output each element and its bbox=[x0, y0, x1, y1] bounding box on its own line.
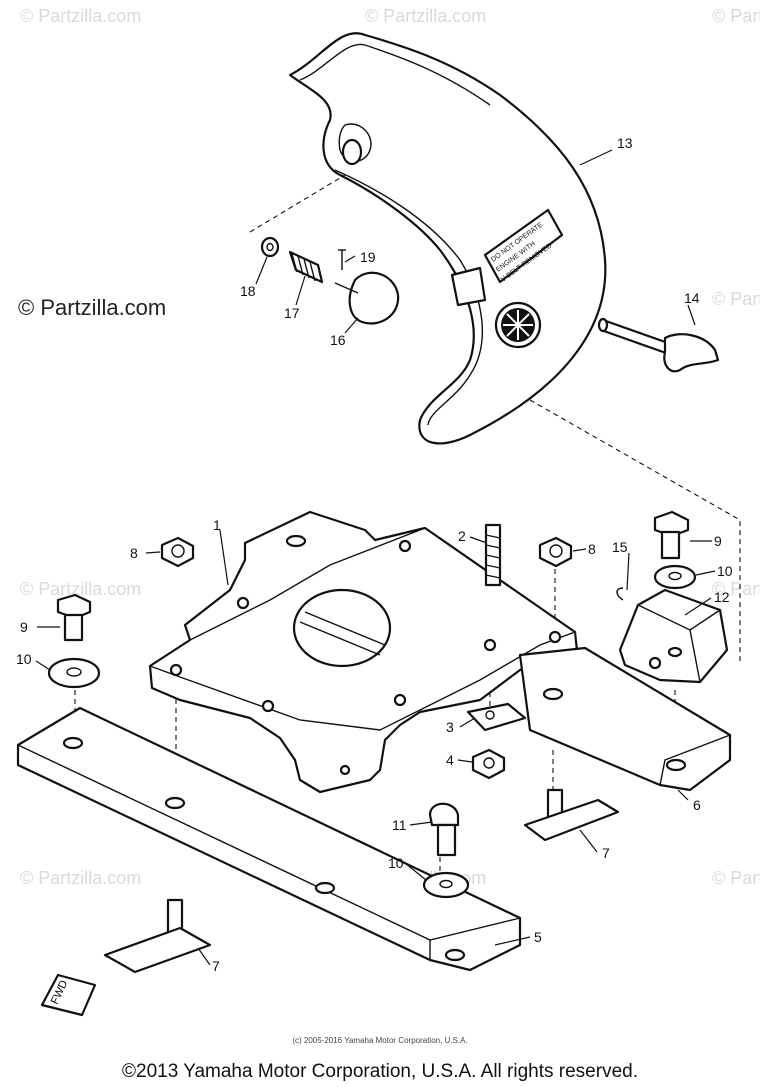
bracket bbox=[618, 588, 729, 684]
label-15: 15 bbox=[612, 539, 628, 555]
label-10: 10 bbox=[16, 651, 32, 667]
mounting-plate bbox=[148, 510, 580, 794]
fasteners bbox=[47, 510, 697, 974]
rail-right bbox=[518, 646, 732, 792]
small-copyright: (c) 2005-2016 Yamaha Motor Corporation, … bbox=[292, 1036, 467, 1045]
watermark-left: © Partzilla.com bbox=[18, 295, 166, 320]
watermark: © Partzilla.com bbox=[20, 868, 141, 888]
watermark: © Partzilla.com bbox=[20, 579, 141, 599]
footer-copyright: ©2013 Yamaha Motor Corporation, U.S.A. A… bbox=[122, 1061, 638, 1082]
label-11: 11 bbox=[392, 817, 407, 833]
label-7: 7 bbox=[602, 845, 610, 861]
label-7: 7 bbox=[212, 958, 220, 974]
label-9: 9 bbox=[20, 619, 28, 635]
watermark: © Partzilla.com bbox=[712, 289, 760, 309]
label-10: 10 bbox=[717, 563, 733, 579]
label-18: 18 bbox=[240, 283, 256, 299]
watermark: © Partzilla.com bbox=[712, 6, 760, 26]
label-2: 2 bbox=[458, 528, 466, 544]
belt-guard-cover: DO NOT OPERATE ENGINE WITH V-BELT REMOVE… bbox=[288, 32, 607, 445]
rail-lower bbox=[16, 706, 522, 972]
label-16: 16 bbox=[330, 332, 346, 348]
label-1: 1 bbox=[213, 517, 221, 533]
label-12: 12 bbox=[714, 589, 730, 605]
knob-assembly bbox=[260, 236, 400, 325]
watermark: © Partzilla.com bbox=[712, 579, 760, 599]
part-numbers: 13 14 19 18 17 16 1 2 8 8 15 9 10 12 9 1… bbox=[16, 135, 733, 974]
watermark: © Partzilla.com bbox=[20, 6, 141, 26]
label-19: 19 bbox=[360, 249, 376, 265]
watermark: © Partzilla.com bbox=[712, 868, 760, 888]
label-6: 6 bbox=[693, 797, 701, 813]
label-4: 4 bbox=[446, 752, 454, 768]
spring bbox=[288, 250, 324, 284]
label-3: 3 bbox=[446, 719, 454, 735]
label-10: 10 bbox=[388, 855, 404, 871]
label-9: 9 bbox=[714, 533, 722, 549]
watermark: © Partzilla.com bbox=[365, 6, 486, 26]
label-5: 5 bbox=[534, 929, 542, 945]
label-13: 13 bbox=[617, 135, 633, 151]
label-14: 14 bbox=[684, 290, 700, 306]
label-8: 8 bbox=[130, 545, 138, 561]
fwd-arrow: FWD bbox=[40, 973, 97, 1017]
label-8: 8 bbox=[588, 541, 596, 557]
leader-lines bbox=[35, 149, 716, 966]
label-17: 17 bbox=[284, 305, 300, 321]
lever-pin bbox=[597, 317, 720, 373]
